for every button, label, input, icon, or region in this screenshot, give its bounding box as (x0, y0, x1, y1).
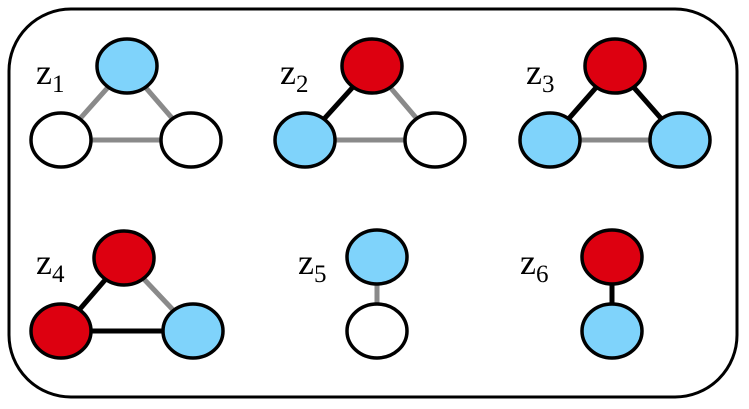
label-z1: z1 (36, 52, 64, 98)
graph-z6: z6 (520, 228, 644, 360)
graph-z4: z4 (29, 229, 225, 360)
label-z4-sub: 4 (52, 261, 65, 288)
z5-node-0-blue (345, 228, 409, 286)
z2-node-2-white (403, 111, 467, 169)
nodes-z4 (29, 229, 225, 360)
z4-node-2-blue (161, 302, 225, 360)
nodes-z6 (580, 228, 644, 360)
label-z6: z6 (520, 242, 548, 288)
z5-node-1-white (345, 302, 409, 360)
z1-node-1-white (29, 111, 93, 169)
outer-frame (7, 7, 739, 399)
z6-node-0-red (580, 228, 644, 286)
z1-node-2-white (159, 111, 223, 169)
label-z1-main: z (36, 52, 52, 92)
label-z1-sub: 1 (52, 71, 65, 98)
label-z5-main: z (298, 242, 314, 282)
z3-node-1-blue (518, 111, 582, 169)
nodes-z1 (29, 37, 223, 169)
z2-node-1-blue (273, 111, 337, 169)
graph-z3: z3 (518, 37, 712, 169)
label-z5-sub: 5 (314, 261, 327, 288)
graph-z2: z2 (273, 37, 467, 169)
label-z6-main: z (520, 242, 536, 282)
nodes-z3 (518, 37, 712, 169)
z2-node-0-red (340, 37, 404, 95)
label-z2-sub: 2 (296, 71, 309, 98)
label-z6-sub: 6 (536, 261, 549, 288)
nodes-z2 (273, 37, 467, 169)
z1-node-0-blue (95, 37, 159, 95)
label-z3-main: z (526, 52, 542, 92)
label-z3-sub: 3 (542, 71, 555, 98)
graph-z5: z5 (298, 228, 409, 360)
label-z2-main: z (280, 52, 296, 92)
z4-node-1-red (29, 302, 93, 360)
z6-node-1-blue (580, 302, 644, 360)
label-z5: z5 (298, 242, 326, 288)
graph-z1: z1 (29, 37, 223, 169)
z4-node-0-red (92, 229, 156, 287)
nodes-z5 (345, 228, 409, 360)
z3-node-0-red (583, 37, 647, 95)
z3-node-2-blue (648, 111, 712, 169)
label-z4: z4 (36, 242, 65, 288)
label-z3: z3 (526, 52, 554, 98)
label-z4-main: z (36, 242, 52, 282)
label-z2: z2 (280, 52, 308, 98)
